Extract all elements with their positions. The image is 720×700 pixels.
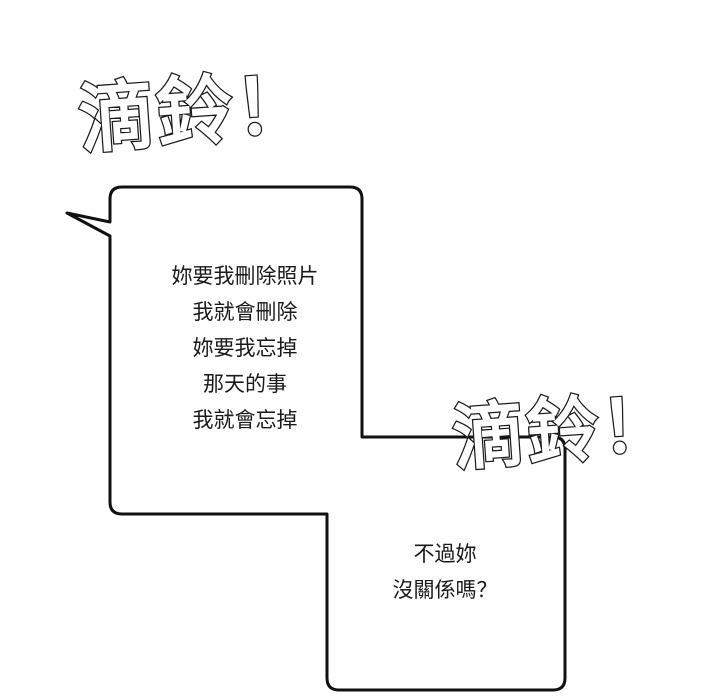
speech-text-reply: 不過妳 沒關係嗎？ <box>340 536 550 608</box>
speech-line: 那天的事 <box>203 372 287 396</box>
reply-line: 沒關係嗎？ <box>392 578 498 602</box>
speech-line: 我就會忘掉 <box>192 408 298 432</box>
speech-line: 妳要我忘掉 <box>192 336 298 360</box>
sound-effect-middle: 滴鈴！ <box>449 380 679 482</box>
speech-bubble-shape <box>65 185 567 692</box>
sound-effect-top: 滴鈴！ <box>74 58 316 166</box>
speech-text-main: 妳要我刪除照片 我就會刪除 妳要我忘掉 那天的事 我就會忘掉 <box>120 258 370 438</box>
reply-line: 不過妳 <box>413 542 477 566</box>
speech-line: 妳要我刪除照片 <box>171 264 319 288</box>
speech-line: 我就會刪除 <box>192 300 298 324</box>
